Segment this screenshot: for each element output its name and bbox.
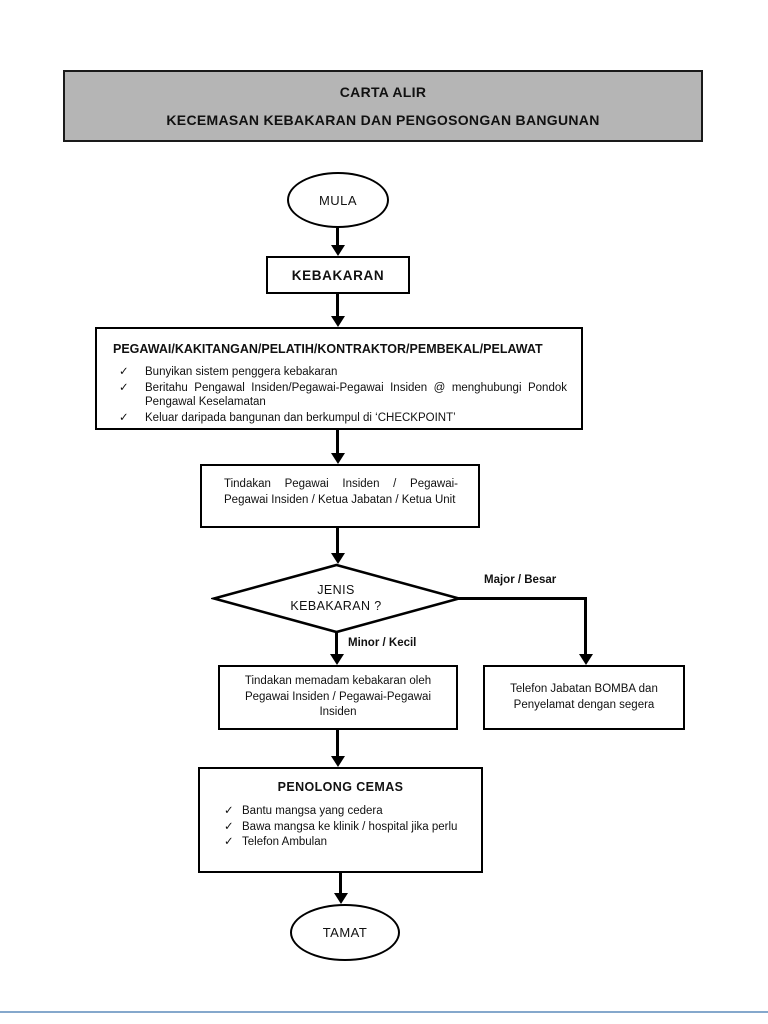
arrow-head-icon: [330, 756, 345, 767]
arrow-line: [458, 597, 587, 600]
branch-major-label: Major / Besar: [484, 574, 557, 586]
decision-label-line1: JENIS: [317, 583, 355, 597]
fire-node: KEBAKARAN: [266, 256, 410, 294]
minor-action-node: Tindakan memadam kebakaran oleh Pegawai …: [218, 665, 458, 730]
arrow-line: [336, 228, 339, 245]
arrow-head-icon: [578, 654, 593, 665]
first-aid-header: PENOLONG CEMAS: [277, 780, 404, 794]
list-item-text: Bawa mangsa ke klinik / hospital jika pe…: [242, 820, 458, 833]
check-icon: ✓: [119, 381, 129, 394]
check-icon: ✓: [224, 820, 234, 833]
arrow-head-icon: [330, 453, 345, 464]
arrow-line: [335, 632, 338, 654]
fire-label: KEBAKARAN: [291, 267, 385, 283]
arrow-line: [584, 597, 587, 654]
arrow-head-icon: [330, 316, 345, 327]
list-item-text: Beritahu Pengawal Insiden/Pegawai-Pegawa…: [145, 381, 567, 409]
arrow-head-icon: [330, 245, 345, 256]
staff-bullet-list: ✓ Bunyikan sistem penggera kebakaran ✓ B…: [113, 365, 567, 425]
chart-title-banner: CARTA ALIR KECEMASAN KEBAKARAN DAN PENGO…: [63, 70, 703, 142]
list-item: ✓ Telefon Ambulan: [212, 835, 469, 850]
first-aid-bullet-list: ✓ Bantu mangsa yang cedera ✓ Bawa mangsa…: [212, 804, 469, 850]
list-item: ✓ Beritahu Pengawal Insiden/Pegawai-Pega…: [113, 381, 567, 410]
arrow-line: [339, 873, 342, 893]
check-icon: ✓: [119, 411, 129, 424]
page-separator-line: [0, 1011, 768, 1013]
list-item-text: Telefon Ambulan: [242, 836, 328, 848]
arrow-head-icon: [329, 654, 344, 665]
major-action-label: Telefon Jabatan BOMBA dan Penyelamat den…: [510, 683, 658, 711]
check-icon: ✓: [119, 366, 129, 378]
decision-label-line2: KEBAKARAN ?: [290, 599, 382, 613]
list-item-text: Bantu mangsa yang cedera: [242, 805, 383, 817]
start-terminator: MULA: [287, 172, 389, 228]
decision-label: JENIS KEBAKARAN ?: [261, 582, 411, 614]
incident-officer-action-node: Tindakan Pegawai Insiden / Pegawai-Pegaw…: [200, 464, 480, 528]
arrow-line: [336, 430, 339, 453]
arrow-line: [336, 528, 339, 553]
major-action-node: Telefon Jabatan BOMBA dan Penyelamat den…: [483, 665, 685, 730]
check-icon: ✓: [224, 836, 234, 848]
check-icon: ✓: [224, 805, 234, 817]
first-aid-node: PENOLONG CEMAS ✓ Bantu mangsa yang ceder…: [198, 767, 483, 873]
arrow-line: [336, 294, 339, 316]
list-item-text: Keluar daripada bangunan dan berkumpul d…: [145, 411, 456, 424]
arrow-head-icon: [333, 893, 348, 904]
end-terminator: TAMAT: [290, 904, 400, 961]
start-label: MULA: [318, 192, 358, 208]
list-item: ✓ Bunyikan sistem penggera kebakaran: [113, 365, 567, 380]
staff-instructions-node: PEGAWAI/KAKITANGAN/PELATIH/KONTRAKTOR/PE…: [95, 327, 583, 430]
chart-title-line2: KECEMASAN KEBAKARAN DAN PENGOSONGAN BANG…: [166, 112, 600, 128]
list-item: ✓ Keluar daripada bangunan dan berkumpul…: [113, 411, 567, 426]
list-item: ✓ Bawa mangsa ke klinik / hospital jika …: [212, 820, 469, 835]
chart-title-line1: CARTA ALIR: [339, 84, 427, 100]
list-item-text: Bunyikan sistem penggera kebakaran: [145, 366, 338, 378]
arrow-head-icon: [330, 553, 345, 564]
incident-officer-action-label: Tindakan Pegawai Insiden / Pegawai-Pegaw…: [224, 478, 458, 506]
list-item: ✓ Bantu mangsa yang cedera: [212, 804, 469, 819]
staff-instructions-header: PEGAWAI/KAKITANGAN/PELATIH/KONTRAKTOR/PE…: [113, 342, 543, 356]
arrow-line: [336, 730, 339, 756]
minor-action-label: Tindakan memadam kebakaran oleh Pegawai …: [244, 675, 432, 719]
branch-minor-label: Minor / Kecil: [348, 637, 417, 649]
end-label: TAMAT: [322, 925, 368, 940]
